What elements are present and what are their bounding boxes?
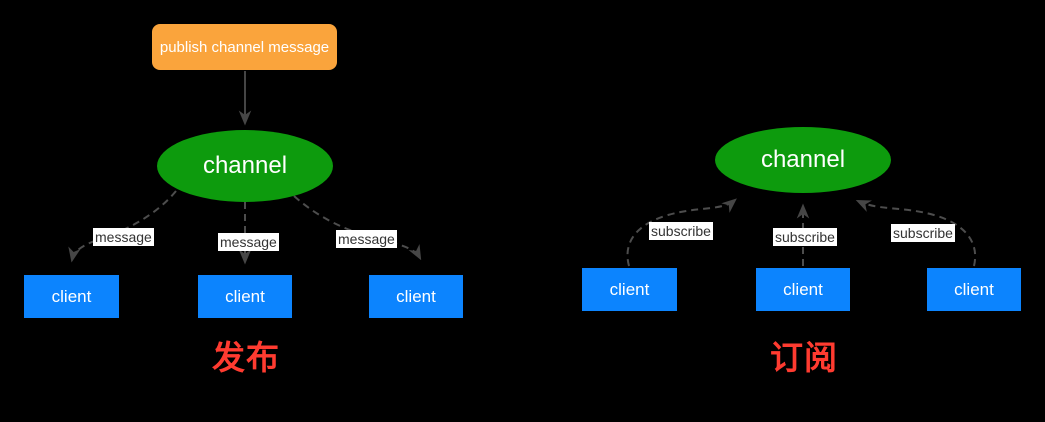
- edge-label-subscribe-1: subscribe: [649, 222, 713, 240]
- publish-message-node: publish channel message: [152, 24, 337, 70]
- left-client-node-3: client: [369, 275, 463, 318]
- edge-label-subscribe-3: subscribe: [891, 224, 955, 242]
- edge-label-message-3: message: [336, 230, 397, 248]
- client3-to-channel-edge: [855, 199, 977, 267]
- client1-to-channel-edge: [626, 198, 737, 267]
- right-channel-node: channel: [715, 127, 891, 193]
- subscribe-caption: 订阅: [770, 339, 838, 376]
- edge-label-message-1: message: [93, 228, 154, 246]
- edge-label-message-2: message: [218, 233, 279, 251]
- left-client-node-1: client: [24, 275, 119, 318]
- left-client-node-2: client: [198, 275, 292, 318]
- channel-to-client3-edge: [293, 195, 422, 261]
- left-channel-node: channel: [157, 130, 333, 202]
- right-client-node-1: client: [582, 268, 677, 311]
- channel-to-client1-edge: [68, 190, 177, 263]
- right-client-node-3: client: [927, 268, 1021, 311]
- edge-label-subscribe-2: subscribe: [773, 228, 837, 246]
- right-client-node-2: client: [756, 268, 850, 311]
- publish-caption: 发布: [212, 339, 280, 376]
